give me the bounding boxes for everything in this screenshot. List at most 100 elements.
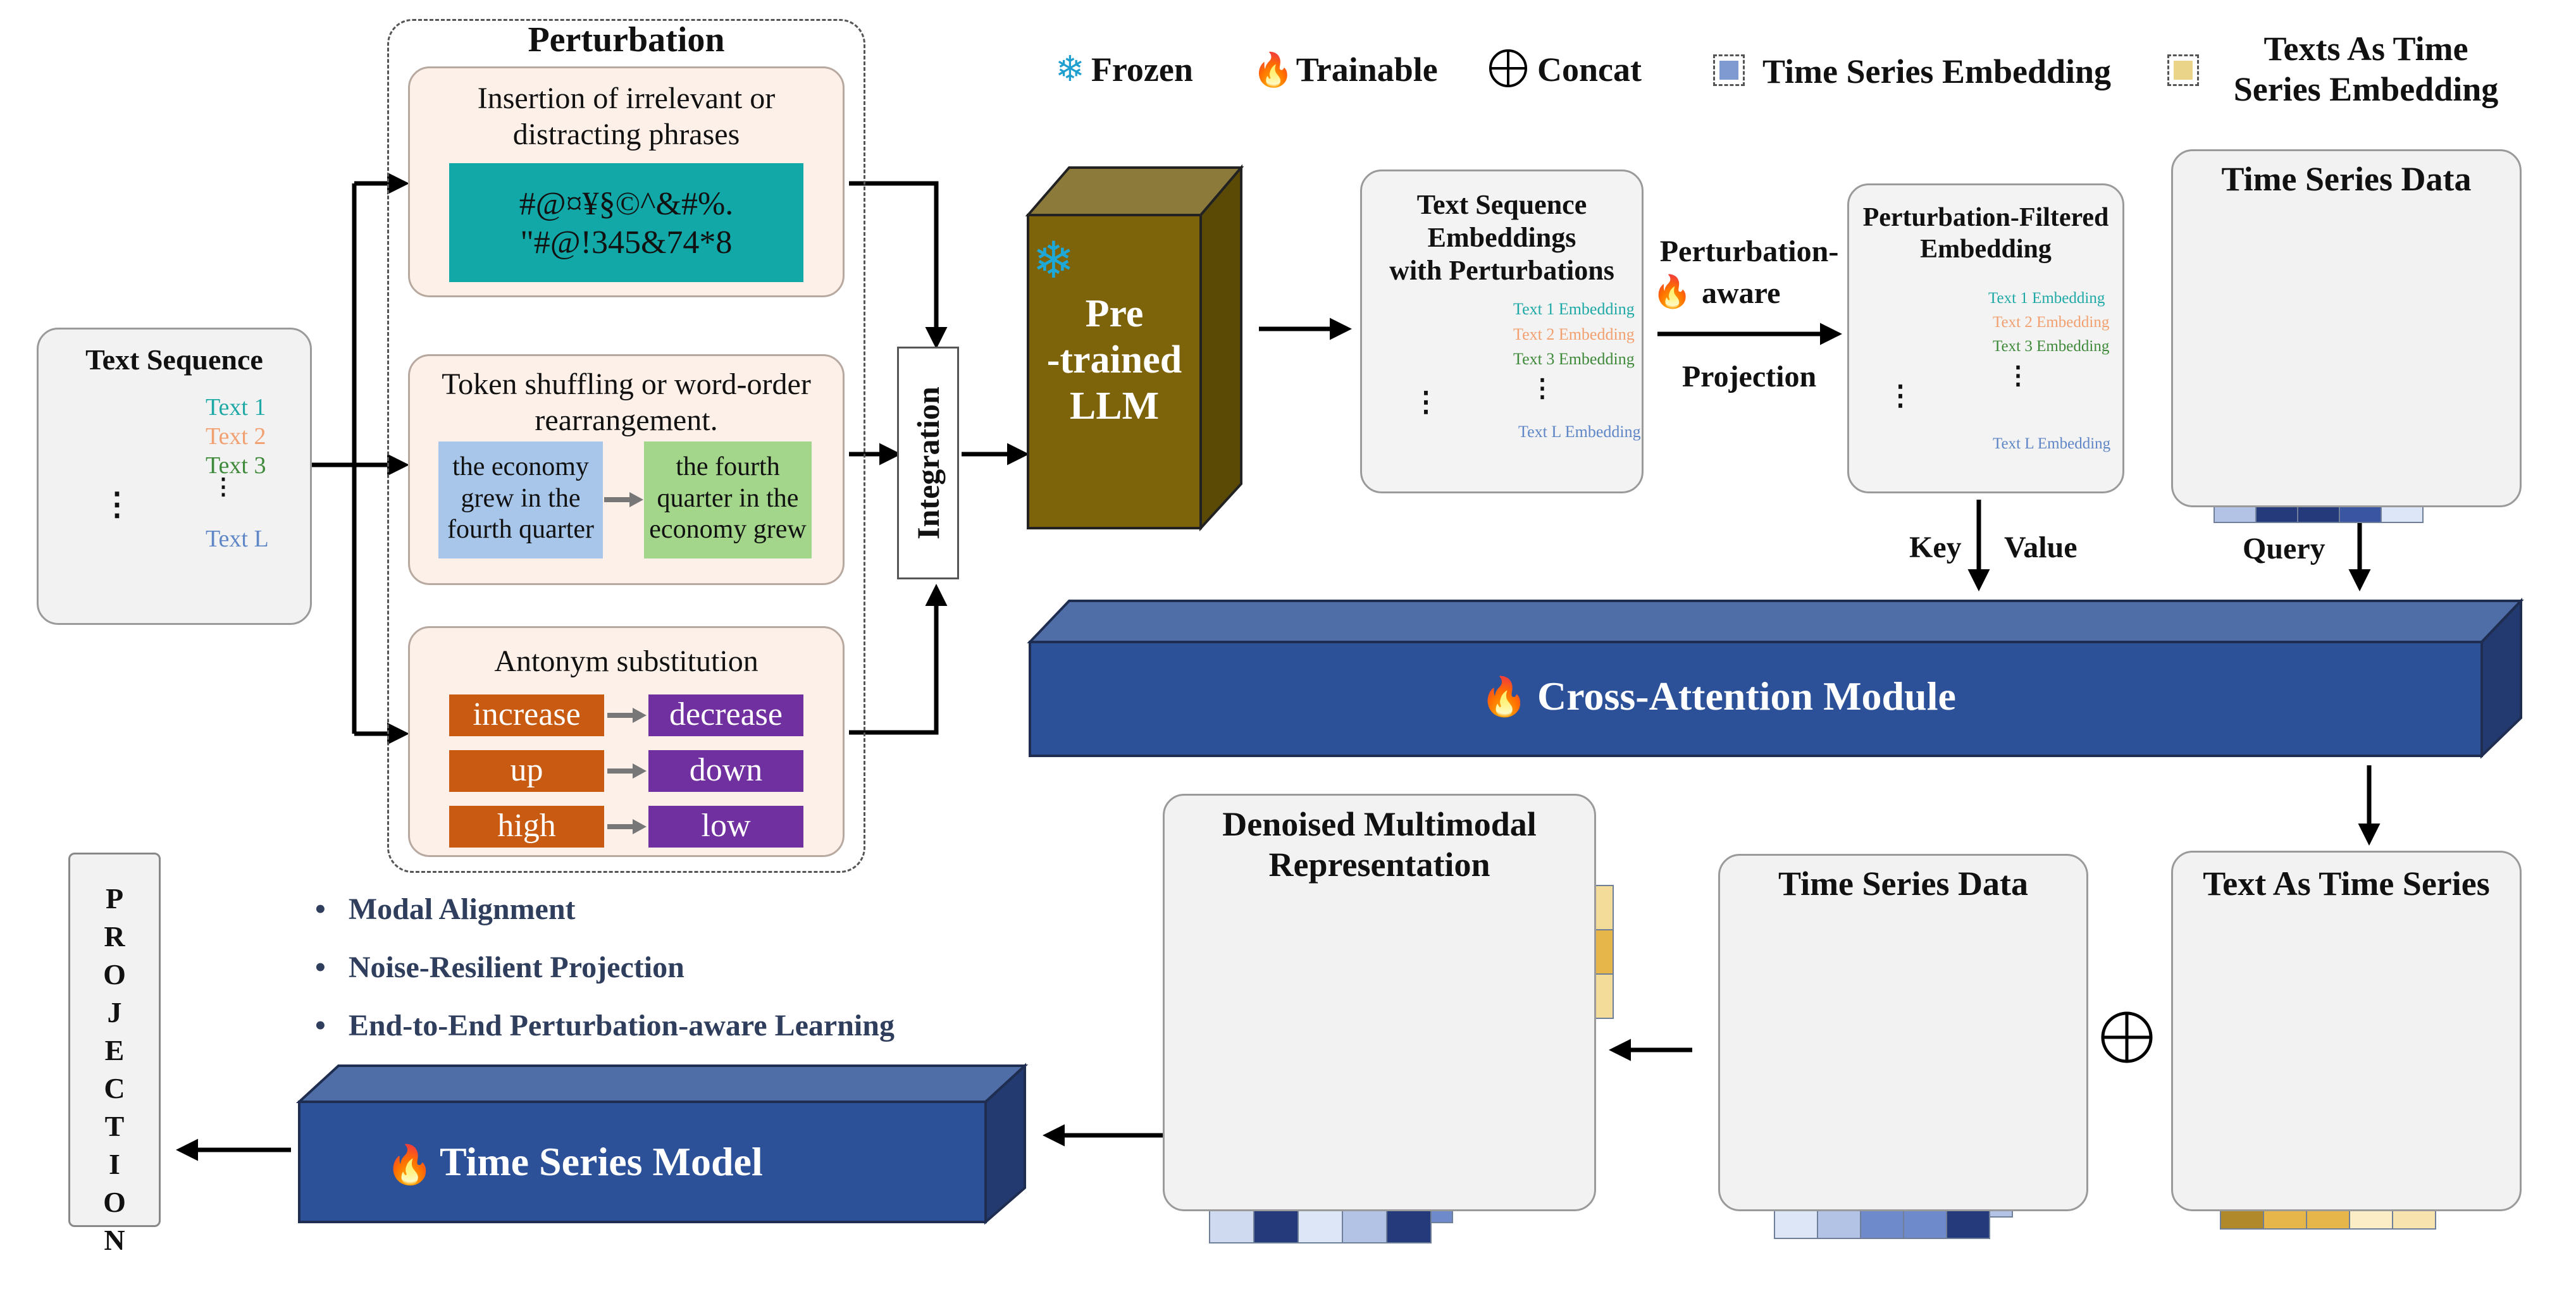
noise-phrase-text: #@¤¥§©^&#%. "#@!345&74*8 [449,185,803,262]
bullet-3: • End-to-End Perturbation-aware Learning [315,1008,895,1043]
projection-label-line3: Projection [1681,360,1817,393]
noise-phrase-box [449,163,803,282]
text-embedding-label-l: Text L Embedding [1518,423,1641,441]
text-as-ts-panel [2171,851,2522,1211]
noise-line2: "#@!345&74*8 [520,225,733,261]
projection-letter: E [104,1034,125,1066]
llm-label-line1: Pre [1085,292,1144,335]
bullet-2: • Noise-Resilient Projection [315,950,684,985]
llm-label: Pre -trained LLM [1028,291,1201,429]
legend-concat-label: Concat [1537,51,1642,89]
ts-data-bottom-panel [1718,854,2088,1211]
shuffle-before-line2: grew in the [461,483,581,513]
legend-concat-icon [1489,49,1527,87]
denoised-title: Denoised Multimodal Representation [1163,805,1596,885]
text-sequence-item-3: Text 3 [206,452,266,479]
shuffle-title-line1: Token shuffling or word-order [442,367,811,401]
antonym-to-chip: down [648,750,803,792]
legend-text-label-line1: Texts As Time [2263,30,2468,68]
shuffle-before-box [438,441,603,558]
legend-text-swatch [2167,54,2199,86]
llm-label-line3: LLM [1069,385,1160,428]
projection-letter: J [107,996,122,1028]
filtered-label-1: Text 1 Embedding [1988,290,2105,307]
text-sequence-card-ellipsis: ⋮ [101,486,133,522]
concat-symbol [2101,1011,2153,1063]
text-embeddings-title-line3: with Perturbations [1389,254,1614,286]
text-embedding-ellipsis: ⋮ [1530,374,1555,402]
text-sequence-panel [37,328,312,625]
text-embedding-card-ellipsis: ⋮ [1412,386,1440,417]
perturbation-title: Perturbation [528,20,725,59]
text-as-ts-title: Text As Time Series [2203,865,2490,903]
text-embeddings-title-line2: Embeddings [1427,221,1576,253]
value-label: Value [2004,531,2078,564]
bullet-1-text: Modal Alignment [348,892,576,926]
key-label: Key [1909,531,1962,564]
shuffle-after-line3: economy grew [649,515,807,545]
antonym-arrow-icon [607,708,647,723]
fire-icon: 🔥 [1253,51,1294,89]
bullet-2-text: Noise-Resilient Projection [348,951,684,984]
text-sequence-title: Text Sequence [85,343,263,376]
shuffle-before-line1: the economy [452,452,589,481]
projection-letter: O [103,1186,126,1218]
antonym-to-chip: low [648,806,803,848]
text-embeddings-panel [1360,170,1644,493]
antonym-from-chip: high [449,806,604,848]
query-label: Query [2243,532,2325,565]
legend-text-label-line2: Series Embedding [2233,70,2499,108]
legend-text-label: Texts As Time Series Embedding [2214,29,2518,109]
ts-data-bottom-title: Time Series Data [1778,865,2028,903]
cross-attention-label: Cross-Attention Module [1537,674,1956,719]
insertion-title: Insertion of irrelevant or distracting p… [408,81,845,152]
insertion-title-line1: Insertion of irrelevant or [477,82,776,115]
legend-ts-label: Time Series Embedding [1762,52,2112,90]
antonym-to-chip: decrease [648,694,803,736]
antonym-title: Antonym substitution [494,645,759,678]
denoised-title-line2: Representation [1268,845,1490,884]
snowflake-icon: ❄ [1055,49,1085,90]
bullet-3-text: End-to-End Perturbation-aware Learning [348,1009,895,1042]
shuffle-after-line1: the fourth [676,452,780,481]
bullet-dot: • [315,951,349,984]
filtered-card-ellipsis: ⋮ [1886,380,1914,411]
denoised-title-line1: Denoised Multimodal [1222,805,1537,843]
ts-data-top-title: Time Series Data [2221,160,2472,198]
projection-letter: R [104,920,125,953]
cross-attention-block [1027,598,2524,759]
cross-attention-fire-icon: 🔥 [1480,675,1528,719]
filtered-ellipsis: ⋮ [2005,361,2031,390]
llm-block [1025,164,1244,532]
bullet-dot: • [315,892,349,926]
antonym-from-chip: up [449,750,604,792]
filtered-title-line2: Embedding [1920,234,2052,264]
filtered-embedding-panel [1847,183,2124,493]
ts-model-block [295,1063,1029,1225]
projection-fire-icon: 🔥 [1652,273,1692,310]
bullet-dot: • [315,1009,349,1042]
ts-data-top-panel [2171,149,2522,507]
projection-label-line2: aware [1702,276,1781,310]
projection-letter: T [104,1110,125,1142]
llm-label-line2: -trained [1046,338,1182,382]
filtered-embedding-title: Perturbation-Filtered Embedding [1847,202,2124,265]
shuffle-after-line2: quarter in the [657,483,799,513]
text-embeddings-title: Text Sequence Embeddings with Perturbati… [1360,188,1644,287]
text-sequence-ellipsis: ⋮ [212,474,235,499]
antonym-arrow-icon [607,819,647,834]
ts-model-fire-icon: 🔥 [386,1143,433,1187]
antonym-arrow-icon [607,763,647,779]
perturbation-container [387,19,865,873]
filtered-label-3: Text 3 Embedding [1993,338,2110,355]
bullet-1: • Modal Alignment [315,892,576,927]
projection-letter: C [104,1072,125,1104]
filtered-title-line1: Perturbation-Filtered [1862,203,2109,232]
filtered-label-2: Text 2 Embedding [1993,314,2110,331]
shuffle-after-box [644,441,812,558]
shuffle-title: Token shuffling or word-order rearrangem… [408,367,845,438]
denoised-panel [1163,794,1596,1211]
text-sequence-item-l: Text L [206,526,269,552]
shuffle-before-text: the economy grew in the fourth quarter [438,452,603,546]
